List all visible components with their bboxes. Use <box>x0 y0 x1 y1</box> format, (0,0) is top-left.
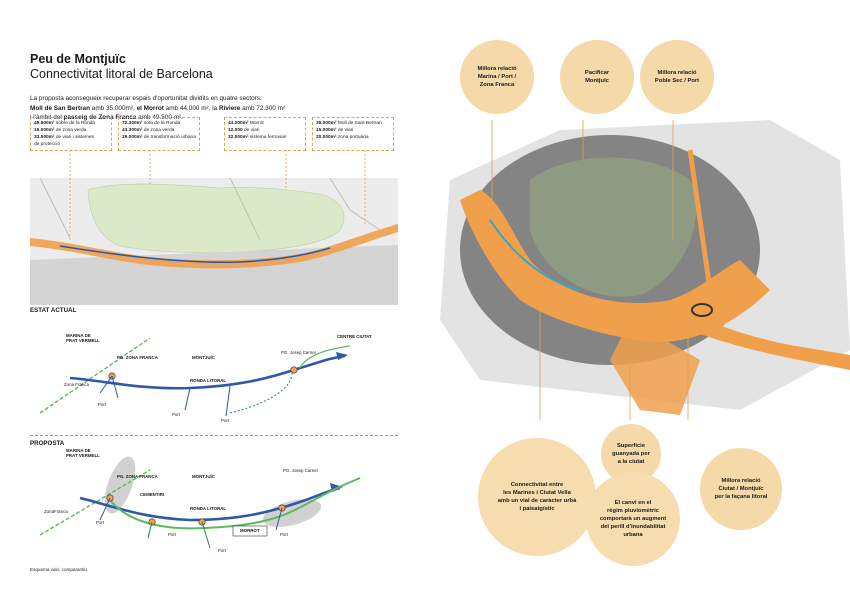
label-port-estat-2: Port <box>172 412 181 417</box>
label-cementiri: CEMENTIRI <box>140 492 165 497</box>
label-pg-josep-estat: PG. Josep Carner <box>281 350 317 355</box>
label-marina-proposta: MARINA DE PRAT VERMELL <box>66 448 100 458</box>
callout-connectivitat: Connectivitat entre les Marines i Ciutat… <box>478 438 596 556</box>
label-port-proposta-3: Port <box>218 548 227 553</box>
section-divider <box>30 435 398 436</box>
diagram-proposta <box>39 456 361 549</box>
label-zona-franca-proposta: ZonaFranca <box>44 509 68 514</box>
sector-box-morrot: 44.000m² Morrot 12.000 de viari 32.000m²… <box>224 117 306 151</box>
label-port-estat-1: Port <box>98 402 107 407</box>
sector-box-riviere: 72.300m² sota de la Ronda 43.300m² de zo… <box>118 117 200 151</box>
label-pg-zona-franca-proposta: PG. ZONA FRANCA <box>117 474 158 479</box>
figure-caption: Esquema viari, comparantiu. <box>30 567 89 572</box>
label-ronda-estat: RONDA LITORAL <box>190 378 227 383</box>
aerial-view-image <box>440 120 850 420</box>
label-pg-zona-franca-estat: PG. ZONA FRANCA <box>117 355 158 360</box>
sector-box-sant-bertran: 35.000m² Moll de Sant Bertran 15.000m² d… <box>312 117 394 151</box>
callout-pacificar-montjuic: Pacificar Montjuïc <box>560 40 634 114</box>
heading-estat-actual: ESTAT ACTUAL <box>30 307 77 314</box>
diagram-estat-actual <box>39 337 351 417</box>
intro-line-1: La proposta aconsegueix recuperar espais… <box>30 95 262 102</box>
page-title: Peu de Montjuïc <box>30 52 126 66</box>
label-ronda-proposta: RONDA LITORAL <box>190 506 227 511</box>
label-morrot: MORROT <box>240 528 260 533</box>
label-port-proposta-4: Port <box>280 532 289 537</box>
label-montjuic-estat: MONTJUÏC <box>192 355 215 360</box>
label-marina-estat: MARINA DE PRAT VERMELL <box>66 333 100 343</box>
heading-proposta: PROPOSTA <box>30 440 65 447</box>
callout-ciutat-montjuic: Millora relació Ciutat / Montjuïc per la… <box>700 448 782 530</box>
callout-poble-sec-port: Millora relació Poble Sec / Port <box>640 40 714 114</box>
label-zona-franca-estat: Zona Franca <box>64 382 89 387</box>
sector-box-zona-franca: 49.500m² sobre de la Ronda 16.000m² de z… <box>30 117 112 151</box>
label-centre-estat: CENTRE CIUTAT <box>337 334 372 339</box>
intro-line-2: Moll de San Bertran amb 35.000m², el Mor… <box>30 104 286 112</box>
label-port-estat-3: Port <box>221 418 230 423</box>
callout-regim-pluviometric: El canvi en el règim pluviomètric compor… <box>586 472 680 566</box>
callout-marina-port: Millora relació Marina / Port / Zona Fra… <box>460 40 534 114</box>
label-montjuic-proposta: MONTJUÏC <box>192 474 215 479</box>
site-plan-map <box>30 150 398 305</box>
label-port-proposta-1: Port <box>96 520 105 525</box>
label-pg-josep-proposta: PG. Josep Carner <box>283 468 319 473</box>
page-subtitle: Connectivitat litoral de Barcelona <box>30 67 213 81</box>
label-port-proposta-2: Port <box>168 532 177 537</box>
